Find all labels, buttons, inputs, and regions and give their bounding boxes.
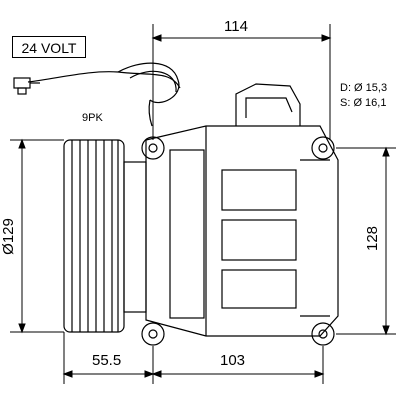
voltage-label: 24 VOLT <box>12 36 86 58</box>
belt-type-label: 9PK <box>82 112 103 124</box>
dimension-line-left <box>10 138 64 334</box>
dimension-line-right <box>336 146 396 336</box>
discharge-port-spec: S: Ø 16,1 <box>340 97 387 109</box>
connector-plug <box>13 77 40 95</box>
dimension-height-value: 128 <box>364 225 382 252</box>
mounting-ear-bottom-right <box>311 322 335 346</box>
suction-port-spec: D: Ø 15,3 <box>340 82 388 94</box>
mounting-ear-top-left <box>141 136 165 160</box>
dimension-line-bottom <box>62 332 325 384</box>
pulley <box>63 139 147 333</box>
dimension-offset-value: 55.5 <box>92 352 122 369</box>
mounting-ear-bottom-left <box>141 322 165 346</box>
wire-harness <box>27 62 181 127</box>
dimension-line-top <box>151 24 332 140</box>
compressor-body <box>145 83 339 337</box>
dimension-diameter-value: Ø129 <box>0 218 17 255</box>
dimension-bottom-value: 103 <box>220 352 246 369</box>
dimension-top-value: 114 <box>224 18 248 35</box>
mounting-ear-top-right <box>311 136 335 160</box>
